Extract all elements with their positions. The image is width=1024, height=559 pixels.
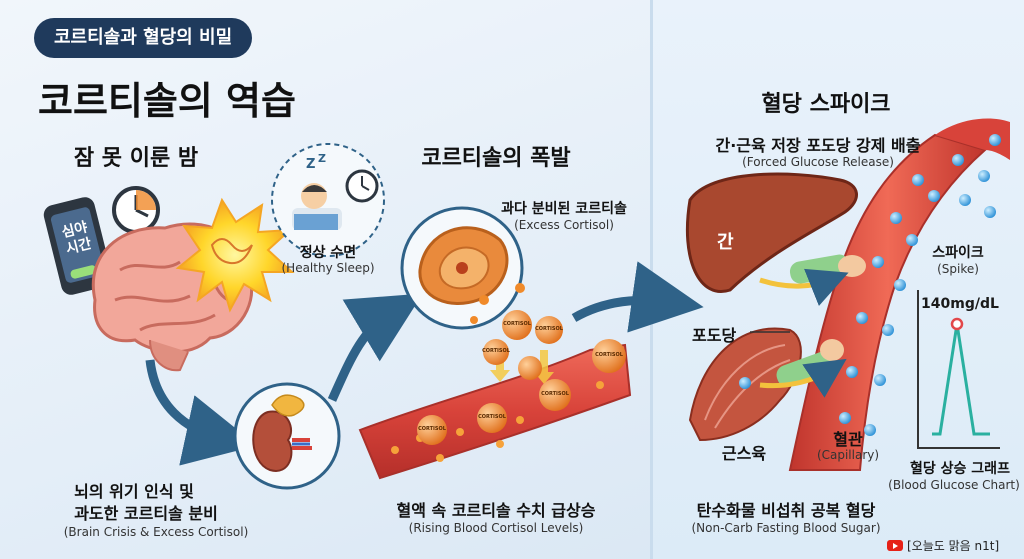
capillary-sublabel: (Capillary) [816, 448, 880, 462]
spike-peak-marker [950, 317, 964, 331]
healthy-sleep-inset: Z Z [271, 143, 385, 257]
panel2-caption-english: (Rising Blood Cortisol Levels) [408, 521, 584, 535]
spike-value: 140mg/dL [921, 296, 999, 312]
panel2-title: 코르티솔의 폭발 [421, 146, 571, 171]
stress-burst-icon [175, 197, 295, 313]
adrenal-gland-inset [400, 206, 524, 330]
muscle-label: 근스육 [721, 444, 767, 463]
cortisol-molecules [417, 283, 626, 445]
arrow-to-glucose-panel [571, 261, 704, 333]
alarm-clock-icon [112, 186, 160, 234]
vessel-top-branch [935, 118, 1010, 160]
chart-sublabel: (Blood Glucose Chart) [888, 478, 1020, 492]
blood-glucose-spike-chart [917, 290, 1000, 449]
panel1-caption-line1: 뇌의 위기 인식 및 [74, 482, 194, 501]
capillary-label: 혈관 [833, 430, 863, 449]
chart-axes [917, 290, 1000, 449]
panel1-title: 잠 못 이룬 밤 [73, 146, 199, 171]
panel1-caption-line2: 과도한 코르티솔 분비 [74, 504, 218, 523]
chart-label: 혈당 상승 그래프 [910, 461, 1010, 477]
healthy-sleep-label: 정상 수면 [299, 245, 357, 261]
adrenal-kidney-inset [233, 382, 341, 490]
forced-release-sublabel: (Forced Glucose Release) [742, 155, 894, 169]
page-title: 코르티솔의 역습 [38, 79, 296, 123]
liver-label: 간 [717, 232, 734, 253]
liver-illustration [685, 172, 858, 293]
arrow-brain-to-adrenal [145, 359, 258, 466]
glucose-label: 포도당 [692, 326, 737, 345]
excess-cortisol-sublabel: (Excess Cortisol) [514, 218, 614, 232]
panel2-caption: 혈액 속 코르티솔 수치 급상승 [396, 501, 596, 520]
svg-text:Z: Z [306, 157, 315, 172]
panel3-caption: 탄수화물 비섭취 공복 혈당 [696, 501, 876, 520]
cortisol-molecule-label: CORTISOL [595, 352, 623, 358]
glucose-flow-arrow-liver [759, 268, 849, 306]
cortisol-molecule-label: CORTISOL [535, 326, 563, 332]
arrow-adrenal-to-gland [327, 293, 423, 402]
channel-watermark: [오늘도 맑음 n1t] [887, 537, 999, 554]
svg-text:Z: Z [318, 152, 326, 165]
cortisol-molecule-label: CORTISOL [541, 391, 569, 397]
healthy-sleep-sublabel: (Healthy Sleep) [281, 261, 375, 275]
glucose-molecules [739, 134, 1001, 436]
spike-label: 스파이크 [932, 245, 984, 261]
cortisol-molecule-label: CORTISOL [482, 348, 510, 354]
panel1-caption-english: (Brain Crisis & Excess Cortisol) [63, 525, 249, 539]
excess-cortisol-label: 과다 분비된 코르티솔 [501, 201, 627, 217]
spike-sublabel: (Spike) [937, 262, 979, 276]
spike-line [932, 323, 990, 436]
channel-name: [오늘도 맑음 n1t] [907, 539, 1000, 553]
topic-badge: 코르티솔과 혈당의 비밀 [34, 18, 253, 58]
panel3-title: 혈당 스파이크 [761, 92, 891, 117]
youtube-icon [887, 540, 903, 551]
forced-release-label: 간·근육 저장 포도당 강제 배출 [715, 136, 921, 155]
panel3-caption-english: (Non-Carb Fasting Blood Sugar) [691, 521, 881, 535]
cortisol-molecule-label: CORTISOL [478, 414, 506, 420]
cortisol-molecule-label: CORTISOL [503, 321, 531, 327]
cortisol-molecule-label: CORTISOL [418, 426, 446, 432]
glucose-flow-arrow-muscle [759, 358, 847, 398]
